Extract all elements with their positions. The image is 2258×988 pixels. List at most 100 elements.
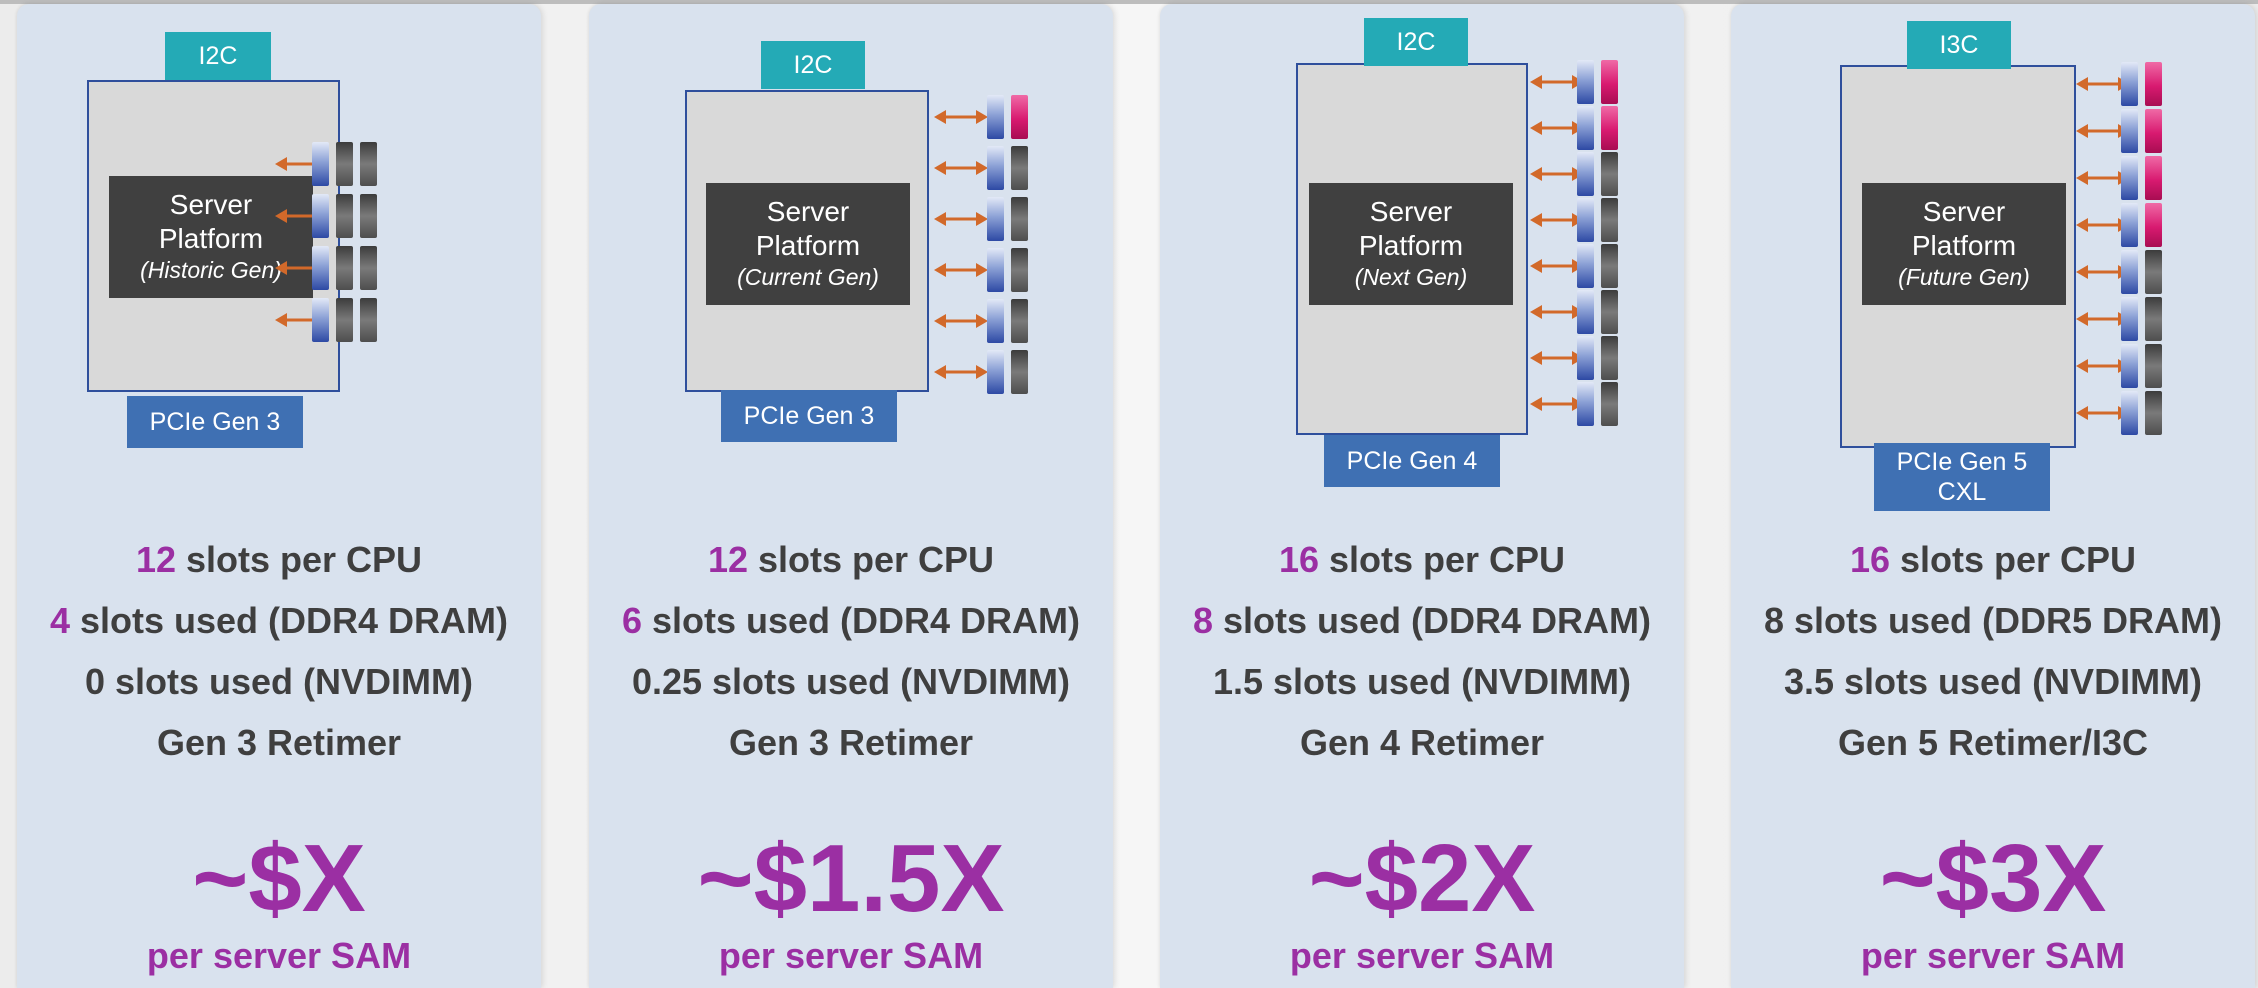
- dram-chip: [2121, 391, 2138, 435]
- dram-chip: [312, 194, 329, 238]
- stat-text: slots per CPU: [1889, 539, 2137, 580]
- top-border: [0, 0, 2258, 4]
- pcie-label: PCIe Gen 5: [1896, 448, 2028, 476]
- dram-chip: [312, 142, 329, 186]
- nvdimm-chip: [1011, 95, 1028, 139]
- bidirectional-arrow-icon: [934, 313, 988, 329]
- dram-chip: [1577, 198, 1594, 242]
- server-label-line2: Platform: [1358, 230, 1464, 261]
- bidirectional-arrow-icon: [1530, 120, 1584, 136]
- server-label-line1: Server: [1922, 196, 2006, 227]
- nvdimm-chip: [1601, 60, 1618, 104]
- dram-chip: [1577, 60, 1594, 104]
- dram-chip: [1577, 106, 1594, 150]
- stat-text: Gen 4 Retimer: [1299, 722, 1545, 763]
- empty-slot-chip: [1011, 197, 1028, 241]
- sam-price: ~$X: [192, 825, 366, 932]
- empty-slot-chip: [1601, 198, 1618, 242]
- pcie-tab: PCIe Gen 4: [1324, 435, 1500, 487]
- dram-chip: [2121, 250, 2138, 294]
- pcie-tab: PCIe Gen 3: [721, 390, 897, 442]
- stat-line: 8 slots used (DDR4 DRAM): [1160, 590, 1684, 651]
- pcie-label: PCIe Gen 3: [743, 402, 875, 430]
- stat-text: Gen 5 Retimer/I3C: [1837, 722, 2149, 763]
- empty-slot-chip: [1011, 299, 1028, 343]
- bidirectional-arrow-icon: [1530, 258, 1584, 274]
- dram-chip: [987, 95, 1004, 139]
- pcie-label: PCIe Gen 4: [1346, 447, 1478, 475]
- stat-line: 3.5 slots used (NVDIMM): [1731, 651, 2255, 712]
- bidirectional-arrow-icon: [934, 364, 988, 380]
- empty-slot-chip: [360, 194, 377, 238]
- sam-label: per server SAM: [1289, 935, 1555, 976]
- nvdimm-chip: [1601, 106, 1618, 150]
- stat-highlight-number: 6: [621, 600, 642, 641]
- empty-slot-chip: [1601, 152, 1618, 196]
- server-label-gen: (Historic Gen): [140, 257, 282, 283]
- stat-line: 12 slots per CPU: [589, 529, 1113, 590]
- server-label-line1: Server: [1369, 196, 1453, 227]
- stat-text: 0 slots used (NVDIMM): [84, 661, 474, 702]
- stat-text: slots used (DDR4 DRAM): [70, 600, 509, 641]
- empty-slot-chip: [360, 246, 377, 290]
- pcie-label: PCIe Gen 3: [149, 408, 281, 436]
- pcie-tab: PCIe Gen 3: [127, 396, 303, 448]
- stat-text: slots per CPU: [1318, 539, 1566, 580]
- bidirectional-arrow-icon: [1530, 212, 1584, 228]
- empty-slot-chip: [1601, 336, 1618, 380]
- server-label-gen: (Next Gen): [1354, 264, 1468, 290]
- nvdimm-chip: [2145, 109, 2162, 153]
- stat-highlight-number: 4: [49, 600, 70, 641]
- stat-text: slots used (DDR4 DRAM): [1213, 600, 1652, 641]
- server-label-line2: Platform: [755, 230, 861, 261]
- bus-tab: I3C: [1907, 21, 2011, 69]
- dram-chip: [1577, 336, 1594, 380]
- empty-slot-chip: [2145, 344, 2162, 388]
- empty-slot-chip: [1011, 248, 1028, 292]
- dram-chip: [1577, 290, 1594, 334]
- stat-highlight-number: 8: [1192, 600, 1213, 641]
- empty-slot-chip: [2145, 391, 2162, 435]
- sam-label: per server SAM: [146, 935, 412, 976]
- stat-text: Gen 3 Retimer: [156, 722, 402, 763]
- empty-slot-chip: [2145, 250, 2162, 294]
- stat-line: 12 slots per CPU: [17, 529, 541, 590]
- stat-line: 0.25 slots used (NVDIMM): [589, 651, 1113, 712]
- dram-chip: [2121, 62, 2138, 106]
- stat-line: 16 slots per CPU: [1160, 529, 1684, 590]
- stat-highlight-number: 16: [1278, 539, 1319, 580]
- nvdimm-chip: [2145, 203, 2162, 247]
- server-label-line2: Platform: [1911, 230, 2017, 261]
- bidirectional-arrow-icon: [934, 262, 988, 278]
- dram-chip: [312, 298, 329, 342]
- stat-text: slots per CPU: [175, 539, 423, 580]
- dram-chip: [987, 248, 1004, 292]
- empty-slot-chip: [336, 298, 353, 342]
- bus-tab: I2C: [1364, 18, 1468, 66]
- empty-slot-chip: [336, 246, 353, 290]
- sam-price: ~$2X: [1308, 825, 1536, 932]
- dram-chip: [1577, 382, 1594, 426]
- empty-slot-chip: [336, 142, 353, 186]
- dram-chip: [1577, 152, 1594, 196]
- dram-chip: [2121, 156, 2138, 200]
- stat-line: 16 slots per CPU: [1731, 529, 2255, 590]
- dram-chip: [2121, 297, 2138, 341]
- stat-line: 0 slots used (NVDIMM): [17, 651, 541, 712]
- stat-line: 6 slots used (DDR4 DRAM): [589, 590, 1113, 651]
- stat-line: 4 slots used (DDR4 DRAM): [17, 590, 541, 651]
- bus-tab: I2C: [761, 41, 865, 89]
- empty-slot-chip: [1601, 244, 1618, 288]
- empty-slot-chip: [1011, 350, 1028, 394]
- server-label-gen: (Future Gen): [1898, 264, 2030, 290]
- empty-slot-chip: [1601, 290, 1618, 334]
- empty-slot-chip: [1011, 146, 1028, 190]
